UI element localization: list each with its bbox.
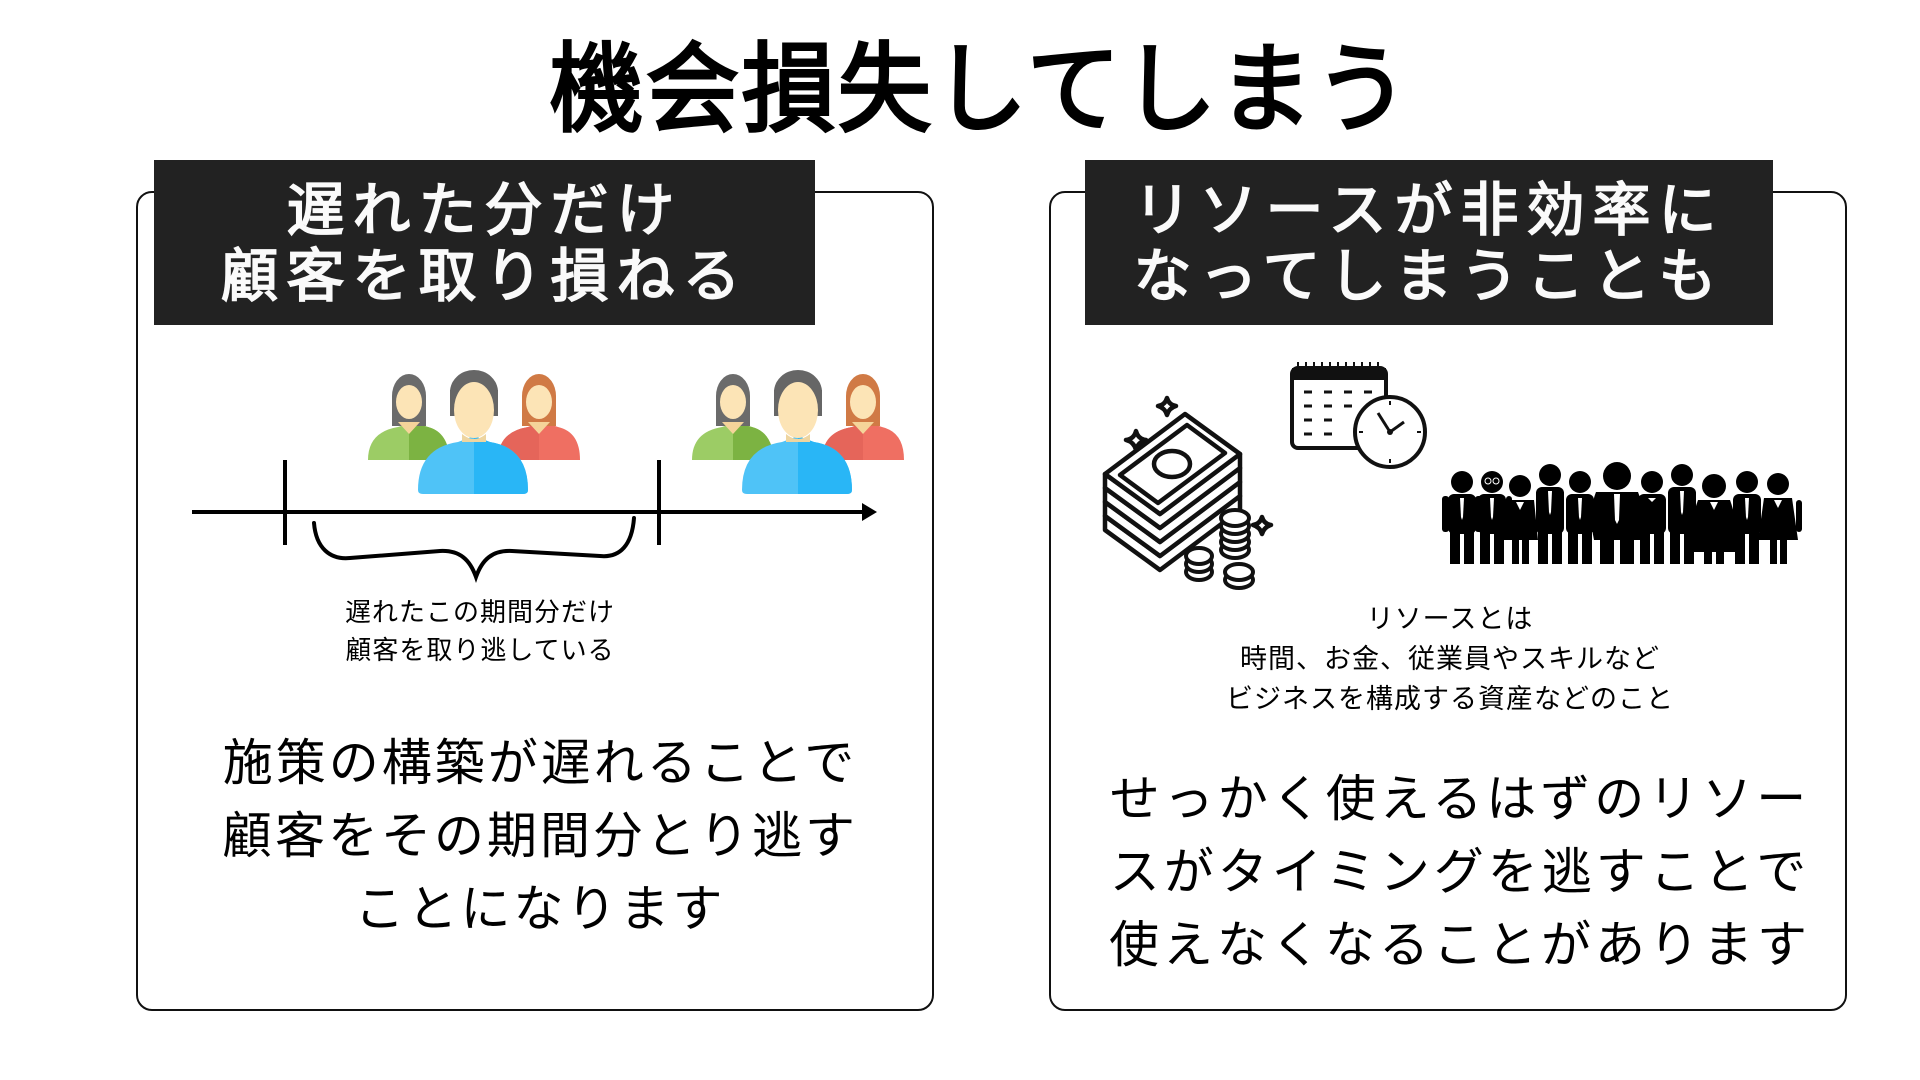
left-body-text: 施策の構築が遅れることで 顧客をその期間分とり逃す ことになります	[180, 727, 900, 946]
right-body-line-3: 使えなくなることがあります	[1109, 916, 1811, 974]
right-caption-line-1: リソースとは	[1366, 604, 1534, 635]
employee-5	[1566, 471, 1594, 564]
employee-9-woman-large	[1690, 474, 1738, 564]
customer-group-icon	[692, 370, 904, 494]
employee-7-bowtie	[1638, 471, 1666, 564]
left-body-line-3: ことになります	[354, 880, 726, 938]
right-body-line-1: せっかく使えるはずのリソー	[1109, 770, 1811, 828]
customer-woman-red	[498, 374, 580, 460]
money-stack-icon	[1102, 395, 1274, 573]
customer-group-icon	[368, 370, 580, 494]
left-panel-label: 遅れた分だけ 顧客を取り損ねる	[154, 160, 815, 325]
customer-woman-green	[692, 374, 774, 460]
slide-title: 機会損失してしまう	[549, 33, 1411, 147]
right-body-line-2: スがタイミングを逃すことで	[1109, 843, 1811, 901]
customer-woman-green	[368, 374, 450, 460]
left-caption-line-2: 顧客を取り逃している	[345, 636, 615, 666]
employee-3-woman	[1502, 475, 1538, 564]
right-label-line-2: なってしまうことも	[1133, 241, 1725, 310]
employee-8	[1668, 464, 1696, 564]
right-panel-label: リソースが非効率に なってしまうことも	[1085, 160, 1773, 325]
left-caption: 遅れたこの期間分だけ 顧客を取り逃している	[300, 594, 660, 670]
right-body-text: せっかく使えるはずのリソー スがタイミングを逃すことで 使えなくなることがありま…	[1090, 763, 1830, 982]
left-body-line-2: 顧客をその期間分とり逃す	[222, 807, 858, 865]
employees-group-icon	[1442, 462, 1802, 564]
left-label-line-1: 遅れた分だけ	[286, 175, 683, 244]
right-panel-card	[1049, 191, 1847, 1011]
employee-11-woman	[1758, 473, 1802, 564]
employee-1	[1442, 471, 1482, 564]
employee-6-large	[1591, 462, 1643, 564]
left-panel-card	[136, 191, 934, 1011]
employee-10	[1733, 471, 1761, 564]
clock-icon	[1353, 395, 1427, 469]
right-caption-line-3: ビジネスを構成する資産などのこと	[1226, 684, 1674, 715]
right-caption: リソースとは 時間、お金、従業員やスキルなど ビジネスを構成する資産などのこと	[1130, 600, 1770, 720]
customer-man-blue	[418, 370, 528, 494]
right-label-line-1: リソースが非効率に	[1133, 175, 1725, 244]
coins-icon	[1184, 508, 1255, 590]
employee-4	[1536, 464, 1564, 564]
left-label-line-2: 顧客を取り損ねる	[220, 241, 749, 310]
sparkle-icon	[1123, 395, 1274, 537]
calendar-clock-icon	[1290, 362, 1427, 469]
right-caption-line-2: 時間、お金、従業員やスキルなど	[1240, 644, 1660, 675]
left-caption-line-1: 遅れたこの期間分だけ	[344, 598, 615, 628]
left-body-line-1: 施策の構築が遅れることで	[222, 734, 858, 792]
customer-man-blue	[742, 370, 852, 494]
customer-woman-red	[822, 374, 904, 460]
